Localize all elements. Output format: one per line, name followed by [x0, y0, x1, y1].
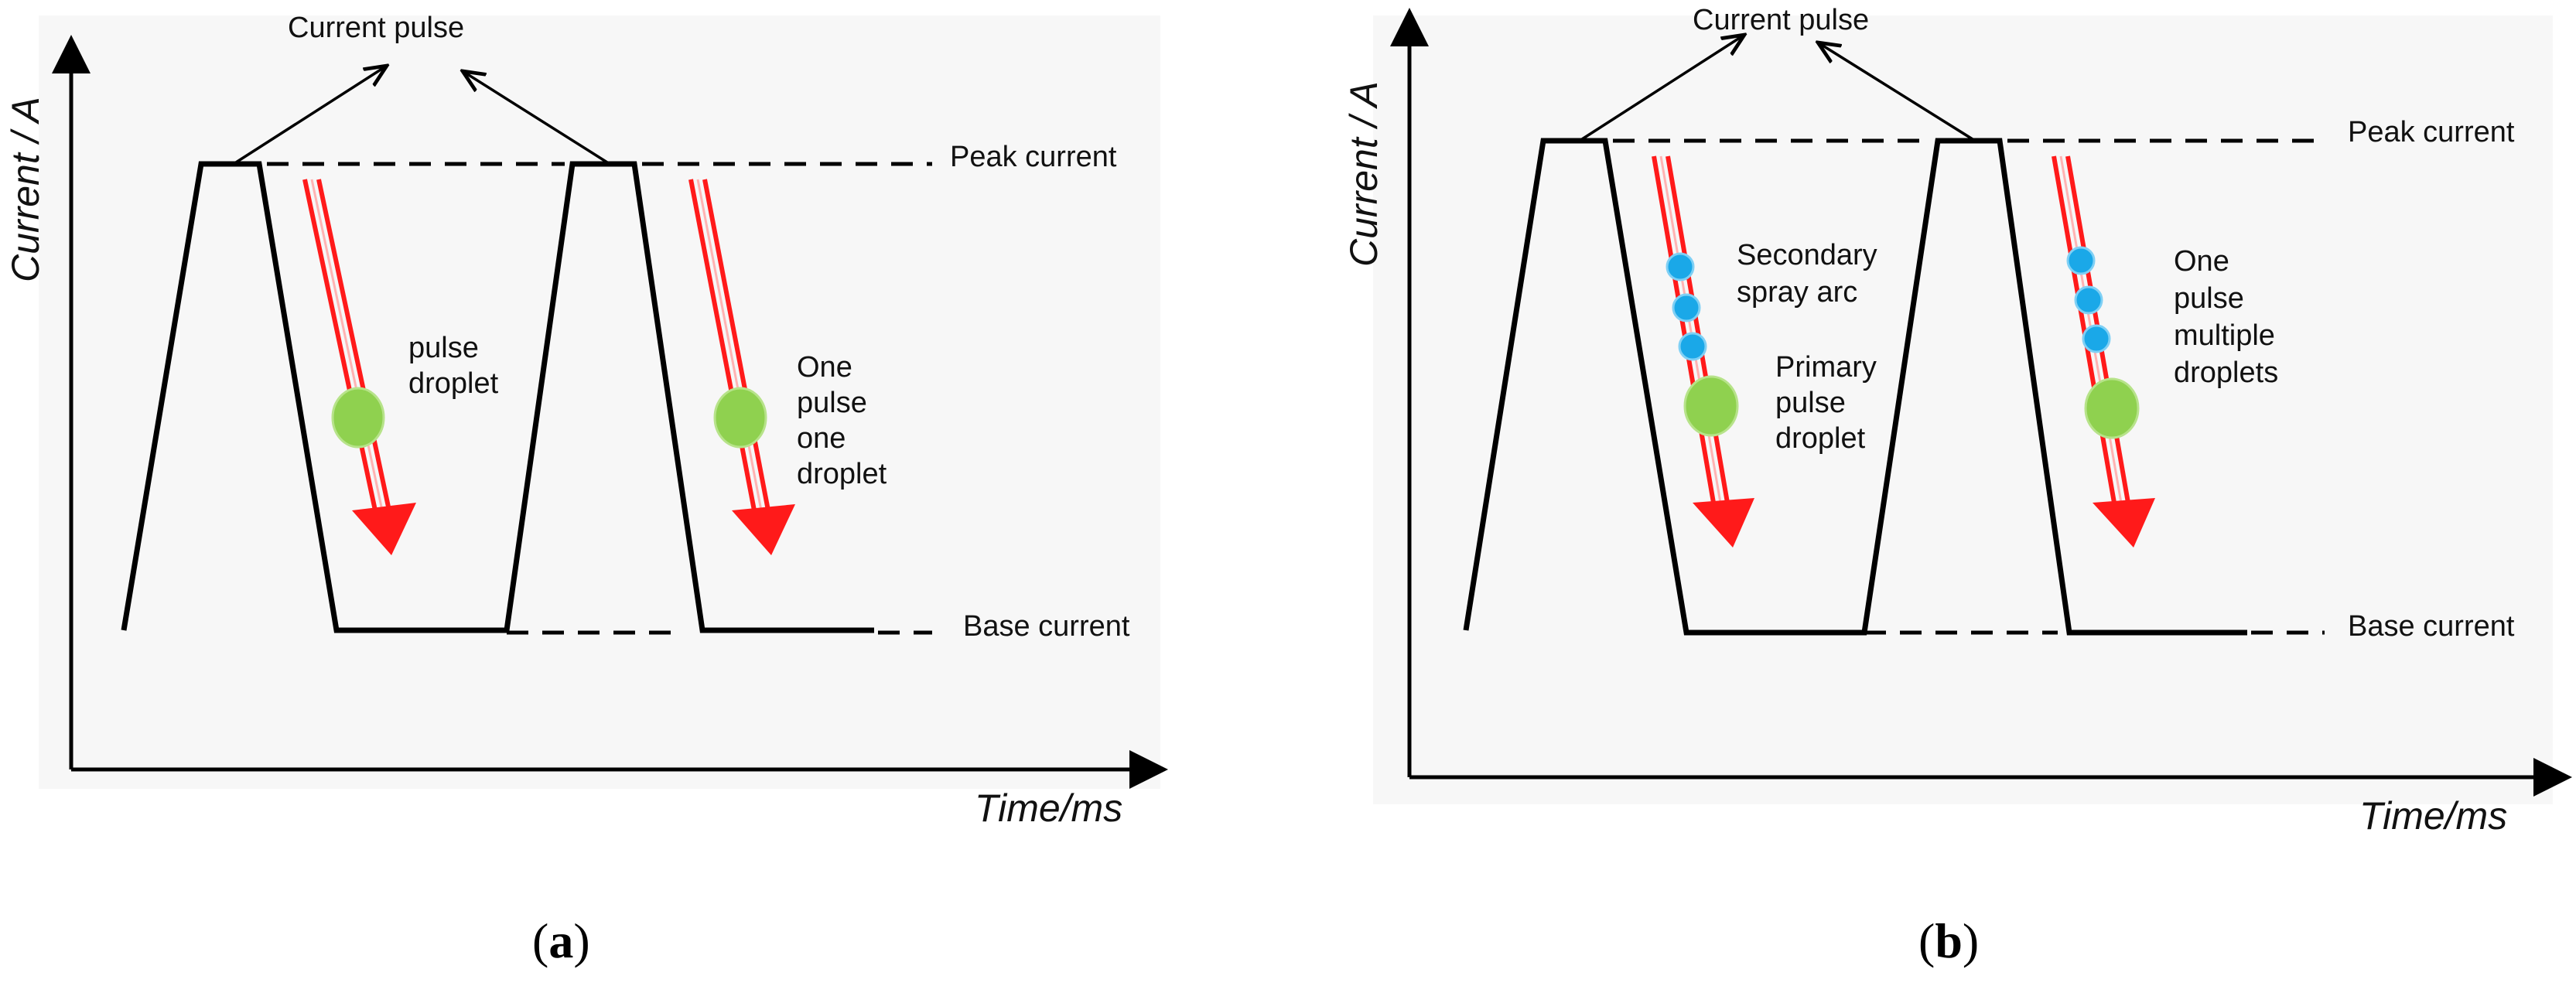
panel-a-droplet-1	[331, 387, 385, 449]
panel-b-spray-droplet-2	[1672, 293, 1701, 322]
panel-b-caption: (b)	[1918, 913, 1979, 968]
panel-b-y-axis-label: Current / A	[1342, 81, 1385, 267]
panel-a-droplet-2	[713, 387, 767, 449]
panel-b-multi-droplet-main	[2084, 377, 2140, 439]
panel-a-x-axis-label: Time/ms	[975, 786, 1122, 830]
panel-b-current-pulse-label: Current pulse	[1693, 4, 1869, 36]
panel-b-multi-label: One pulse multiple droplets	[2174, 245, 2284, 389]
panel-a-current-pulse-label: Current pulse	[288, 12, 464, 44]
panel-b-pulse-pointer-2	[1818, 43, 1973, 141]
panel-b-multi-droplet-1	[2066, 246, 2096, 275]
panel-b-primary-label: Primary pulse droplet	[1775, 351, 1884, 455]
panel-a-background	[39, 15, 1160, 789]
panel-b-secondary-label: Secondary spray arc	[1737, 239, 1885, 309]
panel-b-background	[1373, 15, 2553, 804]
panel-a-droplet-label-1: pulse droplet	[408, 332, 499, 400]
panel-b-pulse-pointer-1	[1581, 35, 1744, 141]
panel-a-y-axis-label: Current / A	[4, 97, 47, 282]
panel-b-base-label: Base current	[2348, 610, 2515, 643]
panel-a-pulse-pointer-2	[463, 71, 608, 164]
panel-a-transfer-arrow-2	[688, 179, 795, 555]
panel-b-spray-droplet-3	[1678, 332, 1707, 361]
panel-b-spray-droplet-1	[1666, 252, 1695, 281]
panel-b-multi-droplet-2	[2074, 285, 2103, 315]
panel-b-transfer-arrow-1	[1652, 155, 1754, 548]
panel-a-pulse-pointer-1	[235, 66, 387, 164]
panel-a-current-waveform	[121, 161, 874, 633]
panel-b-x-axis-label: Time/ms	[2359, 794, 2507, 838]
panel-a-caption: (a)	[532, 913, 590, 968]
panel-b-primary-droplet	[1683, 375, 1739, 437]
panel-a-transfer-arrow-1	[302, 179, 416, 555]
panel-a-peak-label: Peak current	[950, 141, 1117, 173]
panel-a: Current / A Time/ms Peak current Base cu…	[4, 12, 1168, 968]
panel-b-multi-droplet-3	[2082, 324, 2111, 353]
panel-a-base-label: Base current	[963, 610, 1130, 643]
panel-a-droplet-label-2: One pulse one droplet	[797, 351, 887, 490]
panel-b: Current / A Time/ms Peak current Base cu…	[1342, 4, 2572, 968]
panel-b-peak-label: Peak current	[2348, 116, 2515, 148]
